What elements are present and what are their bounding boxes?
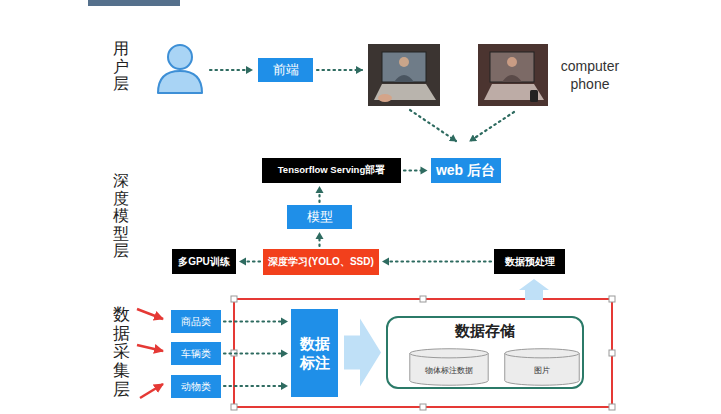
database-cylinder: 图片: [504, 348, 580, 386]
preprocess-box: 数据预处理: [494, 249, 565, 274]
node-text: 物体标注数据: [425, 366, 473, 375]
selection-frame: [231, 296, 615, 410]
node-text: 数据 标注: [299, 334, 331, 373]
node-text: 模型: [307, 210, 333, 225]
model-box: 模型: [287, 205, 352, 229]
frontend-box: 前端: [258, 58, 313, 82]
node-text: 多GPU训练: [178, 256, 230, 268]
backend-box: web 后台: [431, 158, 501, 183]
node-text: 动物类: [181, 381, 211, 393]
database-cylinder: 物体标注数据: [409, 348, 489, 386]
category-box: 商品类: [171, 310, 221, 333]
node-text: 数据预处理: [505, 256, 555, 268]
node-text: 数据存储: [455, 322, 515, 339]
block-arrow: [344, 319, 381, 387]
flow-connector: [382, 258, 491, 266]
layer-label: 深度模型层: [113, 172, 129, 260]
flow-connector: [224, 318, 288, 326]
laptop-photo: [368, 44, 440, 106]
annotation-box: 数据 标注: [291, 309, 338, 397]
category-box: 车辆类: [171, 342, 221, 365]
up-arrow: [519, 279, 549, 300]
node-text: 车辆类: [181, 348, 211, 360]
flow-connector: [239, 258, 260, 266]
layer-label: 用户层: [113, 40, 129, 93]
device-label: computer phone: [553, 58, 627, 93]
node-text: 前端: [273, 63, 299, 78]
deploy-box: Tensorflow Serving部署: [262, 158, 401, 183]
layer-label: 数据采集层: [113, 306, 130, 399]
flow-arrow: [210, 70, 514, 141]
node-text: Tensorflow Serving部署: [278, 165, 385, 176]
storage-panel: 数据存储物体标注数据 图片: [386, 316, 584, 389]
flow-connector: [224, 350, 288, 358]
flow-connector: [224, 382, 288, 390]
user-icon: [158, 45, 202, 93]
pointer-arrow: [137, 309, 163, 398]
node-text: web 后台: [436, 162, 495, 178]
category-box: 动物类: [171, 375, 221, 398]
deep-learning-box: 深度学习(YOLO、SSD): [263, 249, 379, 275]
node-text: 图片: [534, 366, 550, 375]
node-text: 深度学习(YOLO、SSD): [268, 256, 374, 268]
flow-connector: [316, 232, 324, 246]
phone-photo: [478, 44, 548, 106]
flow-connector: [404, 167, 428, 175]
node-text: 商品类: [181, 316, 211, 328]
training-box: 多GPU训练: [172, 249, 236, 274]
title-bar: [88, 0, 180, 6]
flow-connector: [316, 186, 324, 202]
